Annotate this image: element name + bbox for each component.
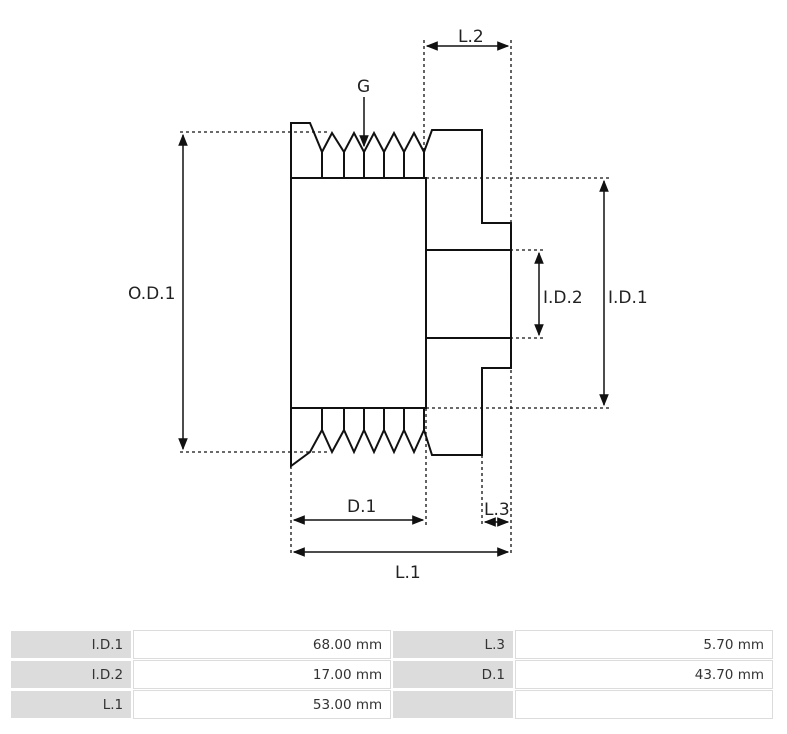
- label-l3: L.3: [484, 500, 510, 520]
- label-id2: I.D.2: [543, 288, 583, 308]
- spec-key: L.3: [393, 631, 513, 658]
- label-g: G: [357, 77, 370, 97]
- label-id1: I.D.1: [608, 288, 648, 308]
- label-l2: L.2: [458, 27, 484, 47]
- dimension-arrows: [178, 41, 609, 557]
- table-row: L.1 53.00 mm: [11, 690, 774, 719]
- pulley-diagram: G L.2 O.D.1 I.D.1 I.D.2 D.1 L.3 L.1: [128, 27, 648, 583]
- spec-value: [514, 690, 774, 719]
- extension-lines: [180, 40, 610, 556]
- spec-value: 5.70 mm: [514, 630, 774, 659]
- spec-key: I.D.2: [11, 661, 132, 688]
- pulley-outline: [290, 122, 512, 468]
- spec-value: 53.00 mm: [133, 690, 392, 719]
- table-row: I.D.1 68.00 mm L.3 5.70 mm: [11, 630, 774, 659]
- spec-key: I.D.1: [11, 631, 132, 658]
- spec-key: L.1: [11, 691, 132, 718]
- spec-value: 43.70 mm: [514, 660, 774, 689]
- label-l1: L.1: [395, 563, 421, 583]
- label-od1: O.D.1: [128, 284, 175, 304]
- spec-key: D.1: [393, 661, 513, 688]
- label-d1: D.1: [347, 497, 376, 517]
- spec-value: 68.00 mm: [133, 630, 392, 659]
- spec-table: I.D.1 68.00 mm L.3 5.70 mm I.D.2 17.00 m…: [8, 628, 775, 721]
- table-row: I.D.2 17.00 mm D.1 43.70 mm: [11, 660, 774, 689]
- spec-key: [393, 691, 513, 718]
- spec-value: 17.00 mm: [133, 660, 392, 689]
